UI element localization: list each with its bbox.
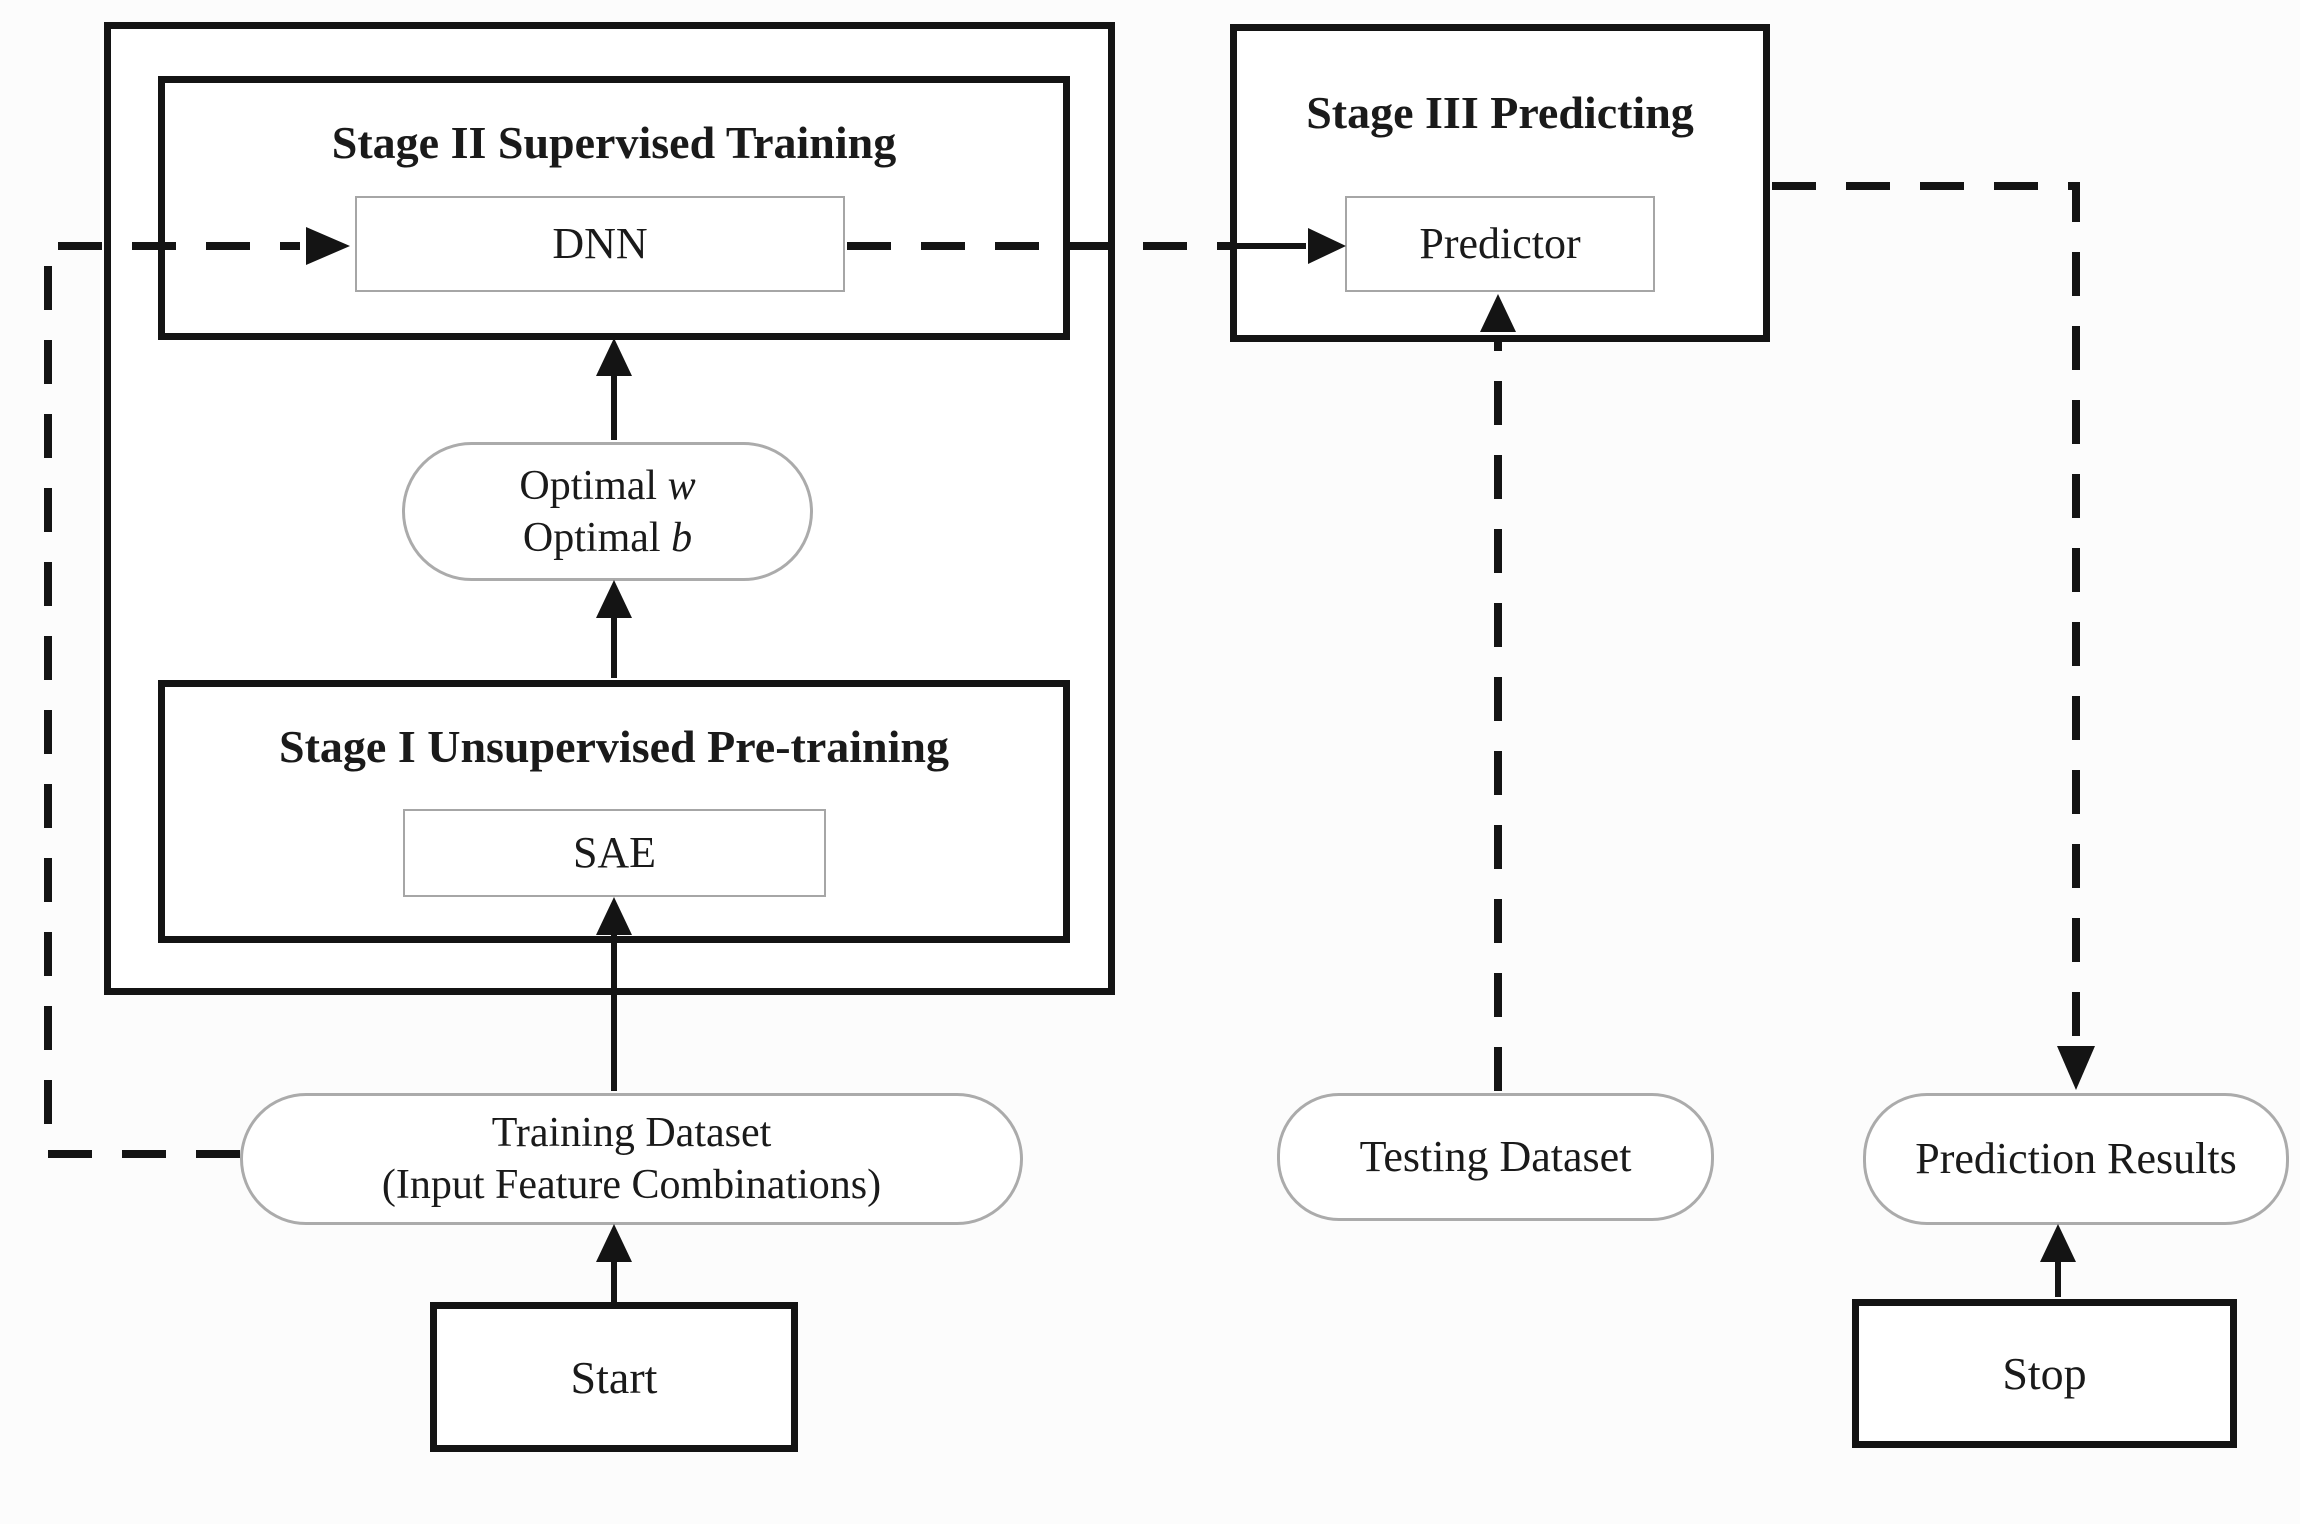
predictor-label: Predictor <box>1419 219 1581 268</box>
optimal-b-line: Optimal b <box>522 514 693 561</box>
stage2-title: Stage II Supervised Training <box>331 117 897 168</box>
arrow-start-to-training-dataset <box>596 1224 632 1302</box>
dashed-prediction-arrowhead <box>2057 1046 2095 1090</box>
stage1-title: Stage I Unsupervised Pre-training <box>279 721 949 772</box>
start-label: Start <box>570 1351 658 1403</box>
sae-box: SAE <box>403 809 826 897</box>
stage3-predicting-box: Stage III Predicting <box>1230 24 1770 342</box>
arrow-stop-to-prediction-results <box>2040 1224 2076 1297</box>
prediction-results-node: Prediction Results <box>1863 1093 2289 1225</box>
start-node: Start <box>430 1302 798 1452</box>
predictor-box: Predictor <box>1345 196 1655 292</box>
dnn-label: DNN <box>552 219 648 268</box>
training-dataset-line1: Training Dataset <box>491 1110 772 1156</box>
optimal-w-line: Optimal w <box>519 462 696 509</box>
sae-label: SAE <box>572 828 657 877</box>
optimal-weights-node: Optimal w Optimal b <box>402 442 813 581</box>
dashed-stage3-to-prediction-results <box>1772 182 2080 1044</box>
training-dataset-line2: (Input Feature Combinations) <box>381 1162 882 1208</box>
w-variable: w <box>667 462 696 509</box>
b-variable: b <box>671 514 693 561</box>
stop-label: Stop <box>2002 1348 2087 1399</box>
stage3-title: Stage III Predicting <box>1306 87 1694 138</box>
stop-node: Stop <box>1852 1299 2237 1448</box>
prediction-results-label: Prediction Results <box>1915 1134 2237 1183</box>
dnn-box: DNN <box>355 196 845 292</box>
testing-dataset-label: Testing Dataset <box>1359 1132 1632 1181</box>
training-dataset-node: Training Dataset (Input Feature Combinat… <box>240 1093 1023 1225</box>
testing-dataset-node: Testing Dataset <box>1277 1093 1714 1221</box>
